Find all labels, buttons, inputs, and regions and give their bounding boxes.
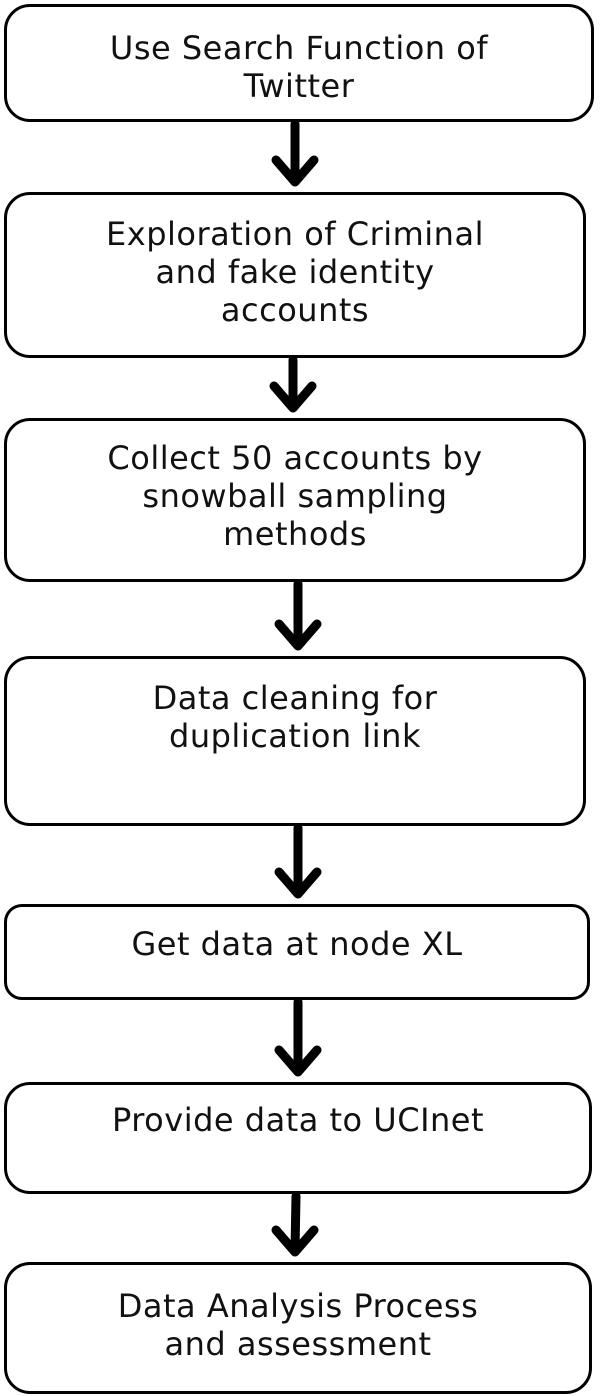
step-2-box: Exploration of Criminal and fake identit… — [4, 192, 586, 358]
step-2-line-2: and fake identity — [155, 253, 435, 291]
step-3-line-3: methods — [223, 515, 367, 553]
step-7-box: Data Analysis Process and assessment — [4, 1262, 592, 1394]
arrow-3-icon — [274, 579, 322, 651]
step-4-box: Data cleaning for duplication link — [4, 656, 586, 826]
step-1-box: Use Search Function of Twitter — [4, 4, 594, 122]
step-6-box: Provide data to UCInet — [4, 1082, 592, 1194]
step-5-box: Get data at node XL — [4, 904, 590, 1000]
step-7-line-2: and assessment — [164, 1325, 432, 1363]
arrow-1-icon — [271, 119, 319, 187]
step-7-line-1: Data Analysis Process — [117, 1287, 479, 1325]
step-3-box: Collect 50 accounts by snowball sampling… — [4, 418, 586, 582]
step-6-line-1: Provide data to UCInet — [111, 1101, 485, 1139]
arrow-4-icon — [274, 823, 322, 899]
step-1-line-1: Use Search Function of — [109, 29, 489, 67]
step-5-line-1: Get data at node XL — [131, 925, 463, 963]
step-3-line-1: Collect 50 accounts by — [107, 439, 483, 477]
arrow-2-icon — [269, 355, 317, 413]
step-2-line-1: Exploration of Criminal — [106, 215, 484, 253]
step-2-line-3: accounts — [220, 291, 370, 329]
arrow-6-icon — [271, 1191, 319, 1257]
step-4-line-1: Data cleaning for — [152, 679, 438, 717]
step-3-line-2: snowball sampling — [142, 477, 448, 515]
step-1-line-2: Twitter — [243, 67, 355, 105]
arrow-5-icon — [274, 997, 322, 1077]
step-4-line-2: duplication link — [169, 717, 421, 755]
